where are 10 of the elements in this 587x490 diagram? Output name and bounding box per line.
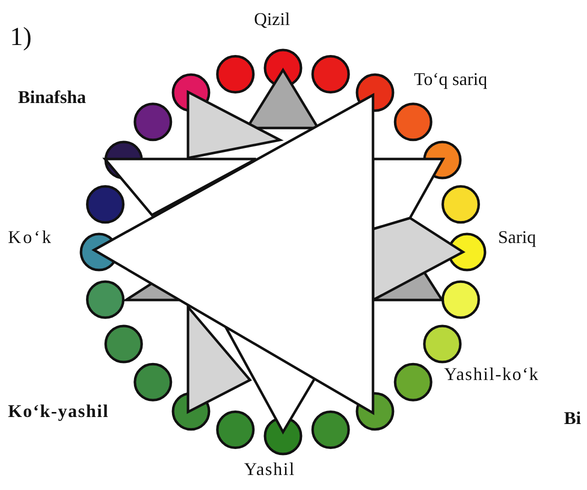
color-label: Ko‘k-yashil	[8, 402, 110, 420]
color-label: Binafsha	[18, 88, 86, 106]
color-label: Yashil	[244, 460, 296, 478]
color-label: Yashil-ko‘k	[444, 365, 540, 383]
color-label: Ko‘k	[8, 228, 53, 246]
color-label: To‘q sariq	[414, 70, 488, 88]
color-label: Bi	[564, 409, 582, 427]
color-label: 1)	[10, 24, 32, 50]
color-label: Sariq	[498, 228, 536, 246]
color-label: Qizil	[254, 10, 290, 28]
